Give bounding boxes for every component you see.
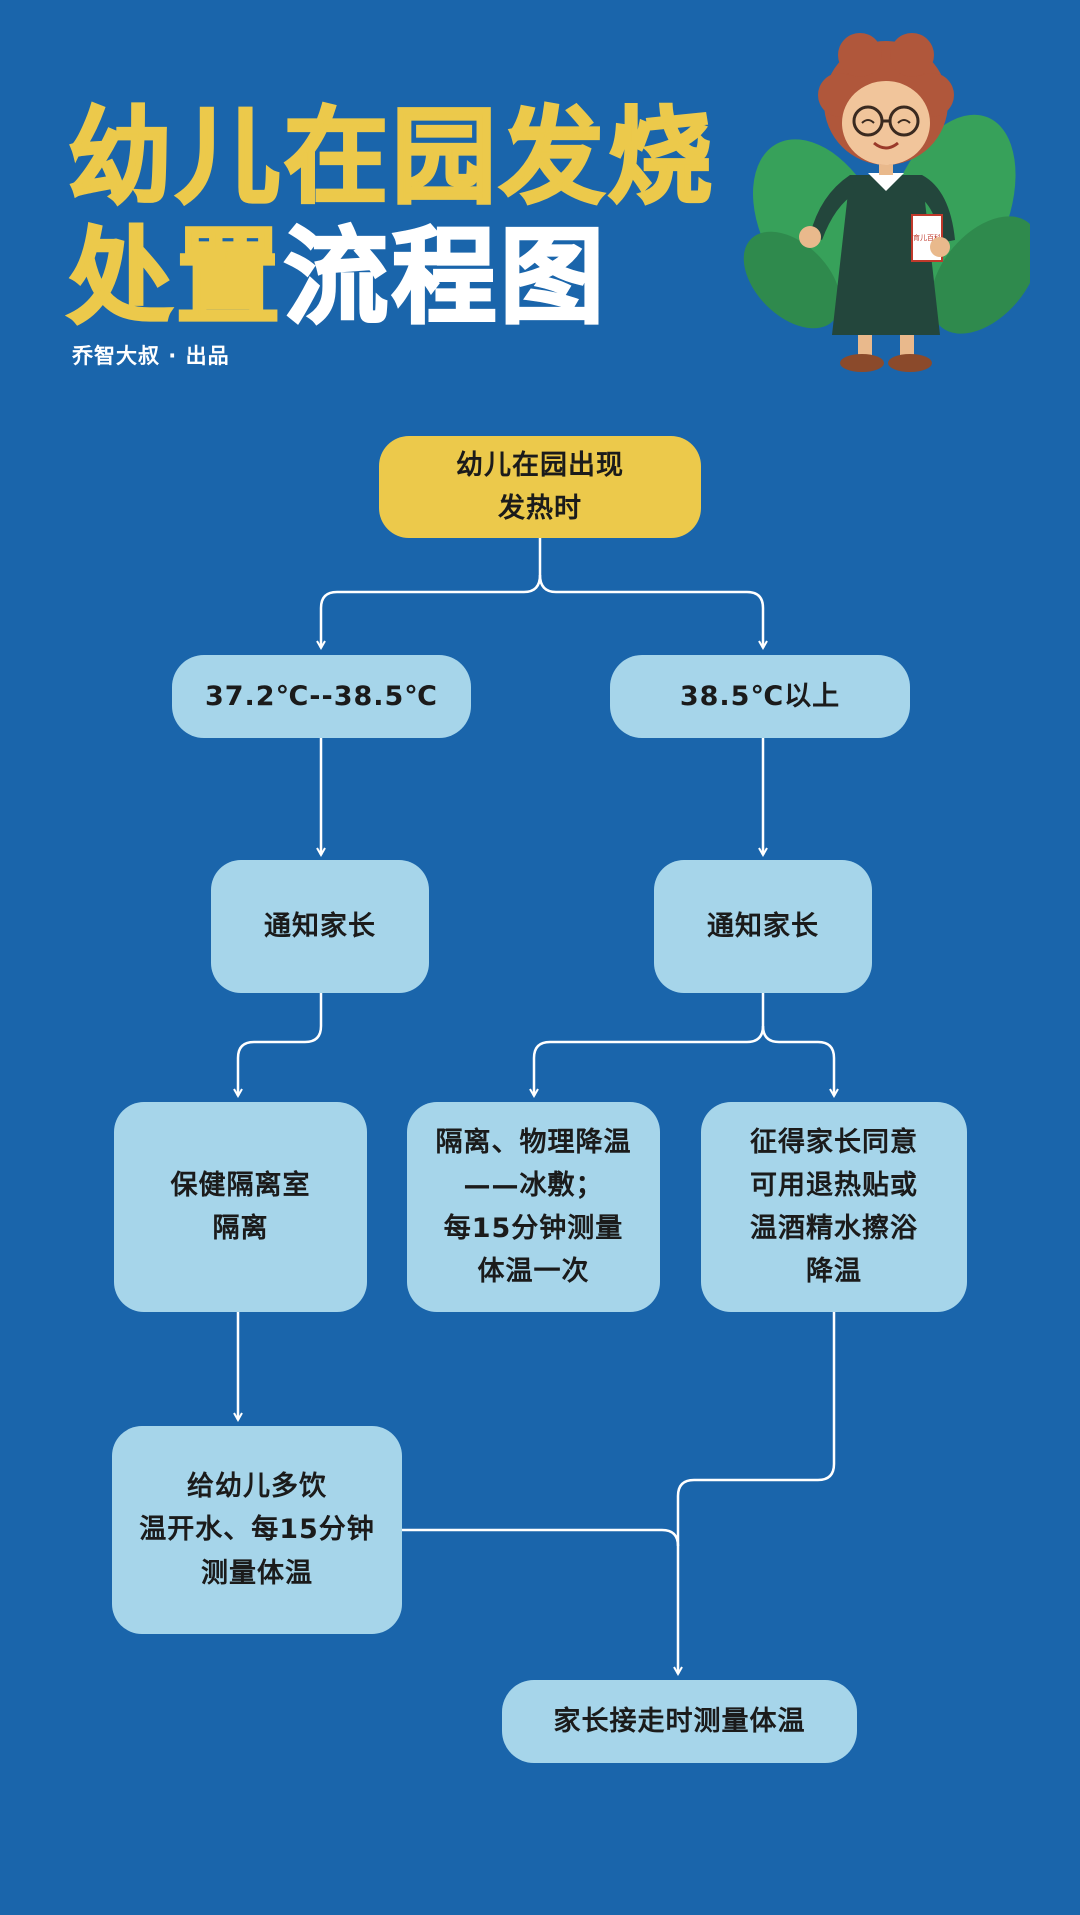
connector-start-left: [321, 538, 542, 648]
teacher-illustration-icon: 育儿百科: [743, 33, 1030, 372]
left-notify-node: 通知家长: [211, 860, 429, 993]
connector-left-notify-isolation: [238, 993, 323, 1096]
left-temp-node: 37.2℃--38.5℃: [172, 655, 471, 738]
connector-water-merge: [402, 1528, 680, 1547]
connector-start-right: [538, 574, 763, 648]
right-notify-node: 通知家长: [654, 860, 872, 993]
connector-right-notify-cooling: [534, 993, 765, 1096]
title-line-2: 处置流程图: [66, 224, 608, 331]
book-label: 育儿百科: [913, 233, 941, 242]
isolation-room-node: 保健隔离室 隔离: [114, 1102, 367, 1312]
connector-right-notify-consent: [761, 1025, 834, 1096]
title-rest: 流程图: [283, 216, 609, 338]
pickup-node: 家长接走时测量体温: [502, 1680, 857, 1763]
title-line-1: 幼儿在园发烧: [66, 96, 717, 218]
title-highlight: 处置: [66, 216, 285, 338]
drink-water-node: 给幼儿多饮 温开水、每15分钟 测量体温: [112, 1426, 402, 1634]
parent-consent-node: 征得家长同意 可用退热贴或 温酒精水擦浴 降温: [701, 1102, 967, 1312]
connector-consent-pickup: [678, 1312, 836, 1674]
physical-cooling-node: 隔离、物理降温 ——冰敷； 每15分钟测量 体温一次: [407, 1102, 660, 1312]
right-temp-node: 38.5℃以上: [610, 655, 910, 738]
subtitle: 乔智大叔 · 出品: [72, 344, 230, 368]
start-node: 幼儿在园出现 发热时: [379, 436, 701, 538]
